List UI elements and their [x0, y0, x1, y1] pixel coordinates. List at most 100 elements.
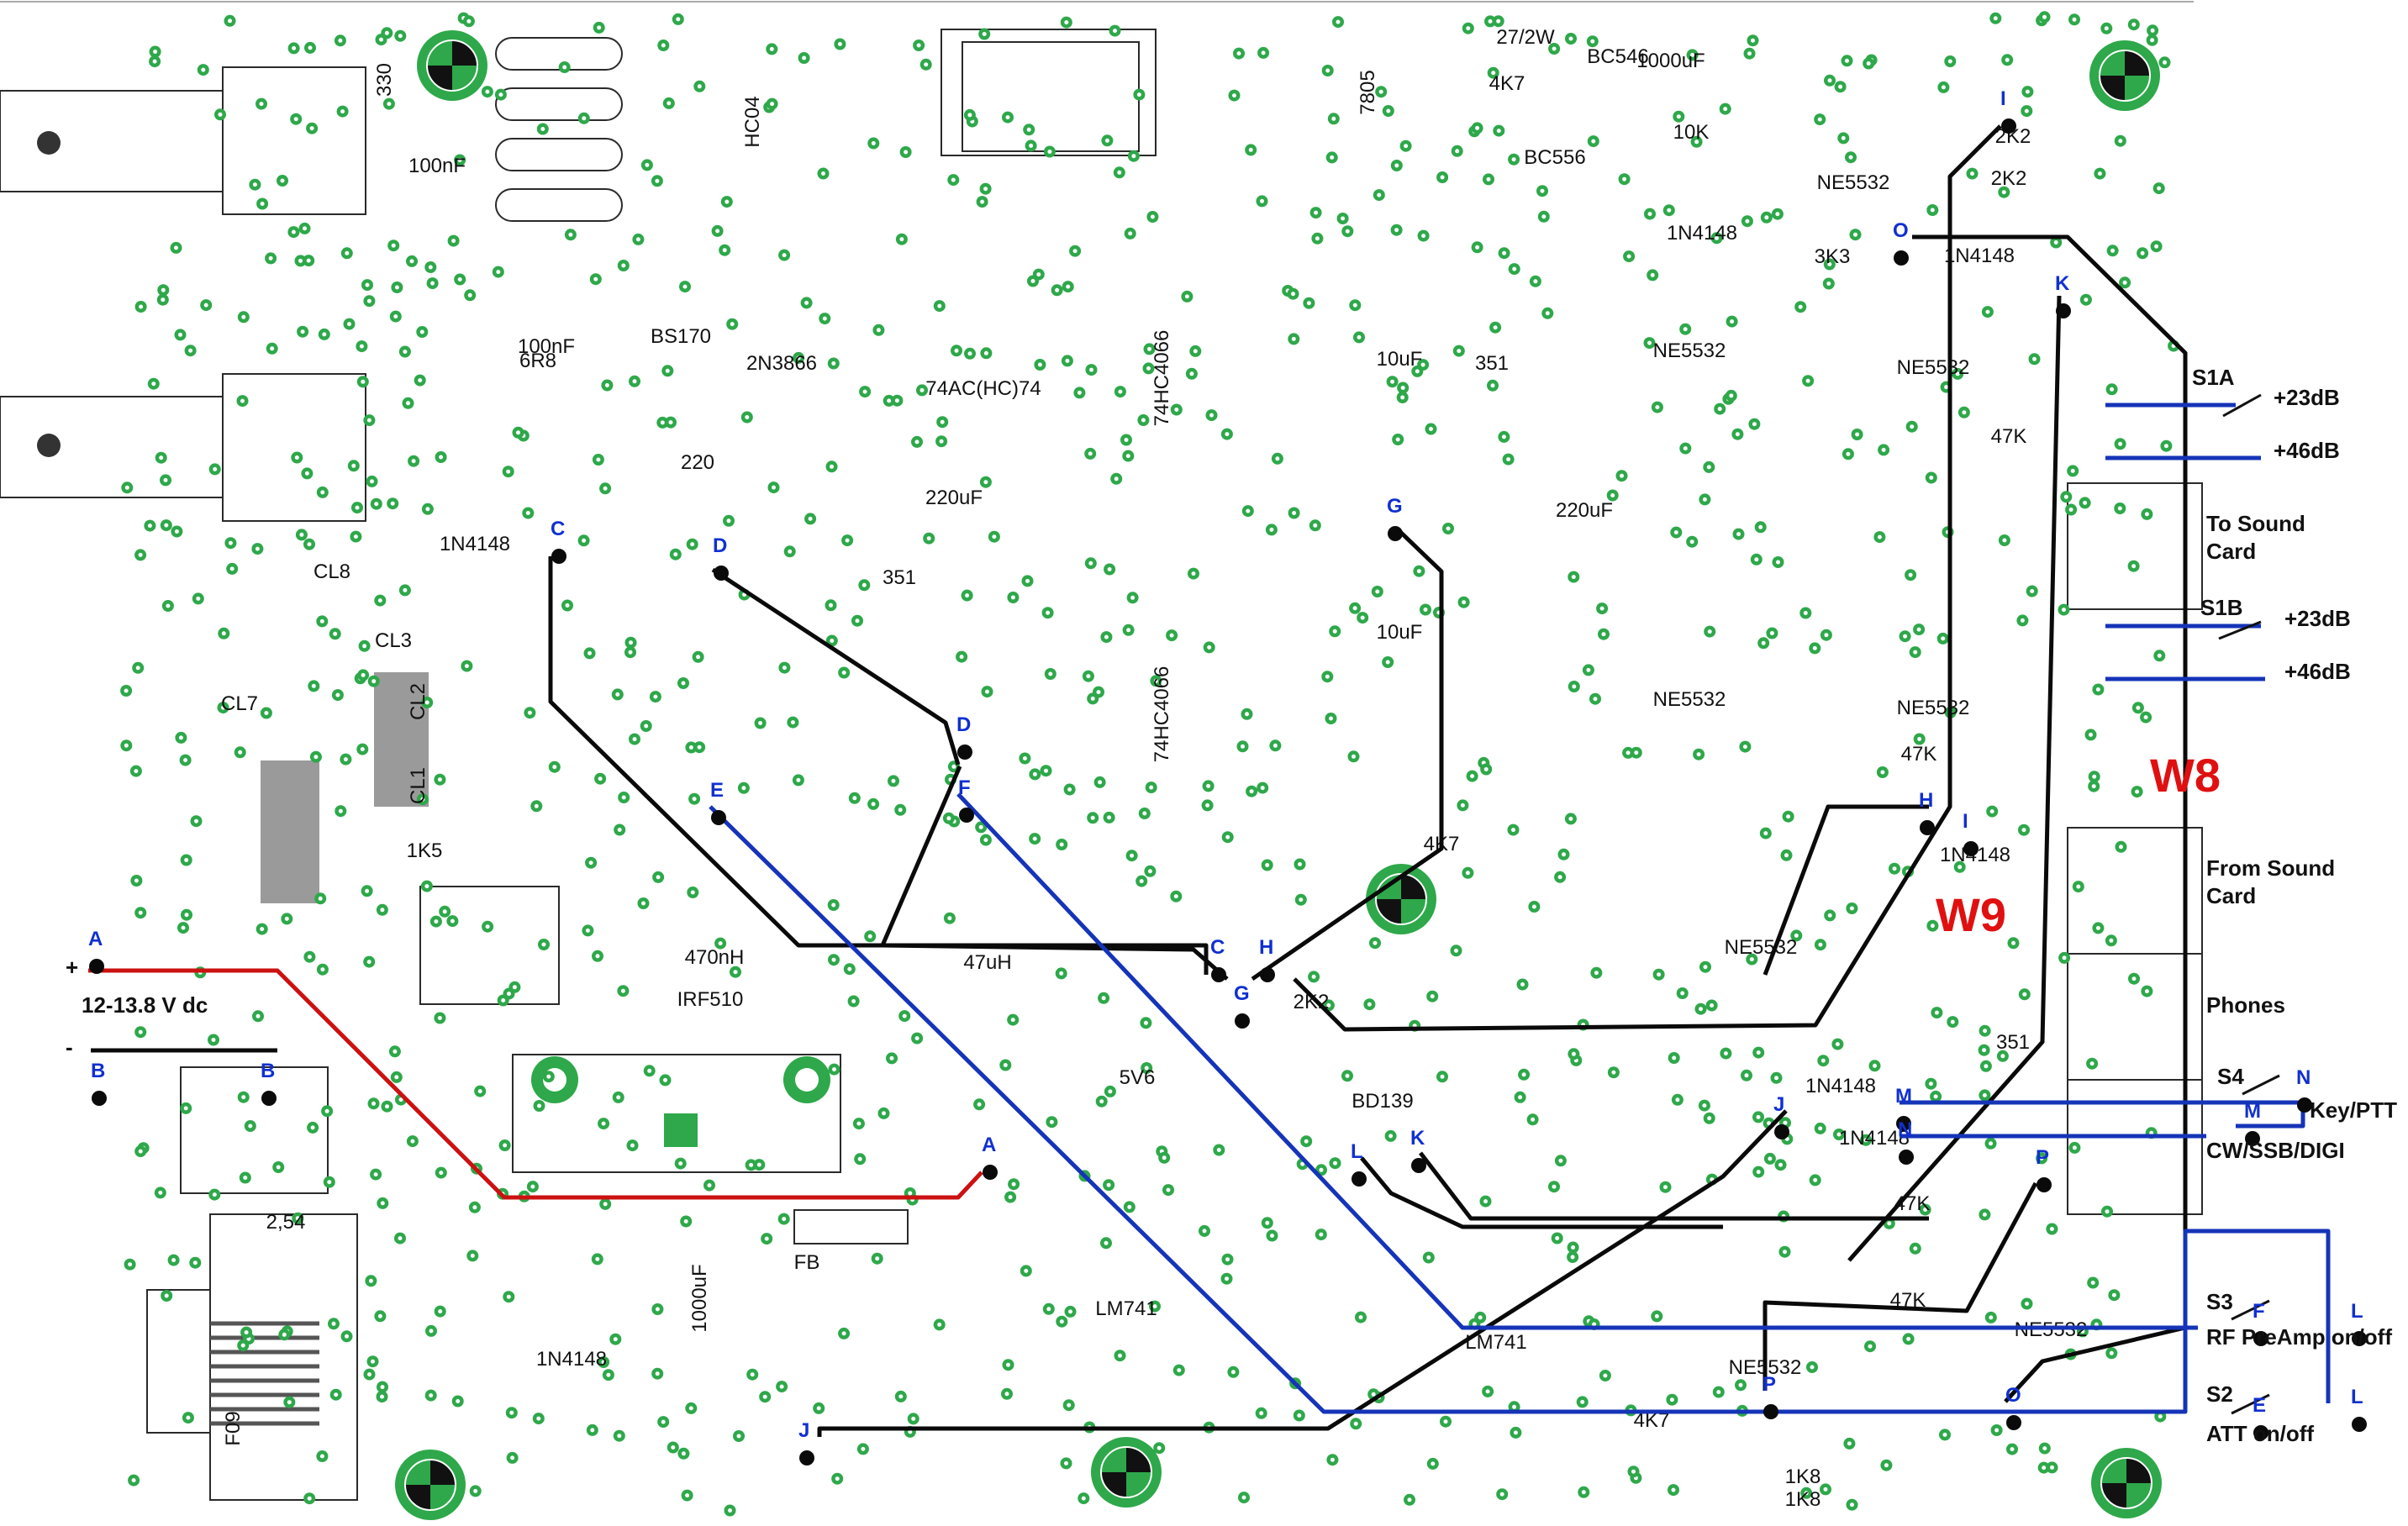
pad-hole [1292, 511, 1297, 515]
pad-hole [2072, 1145, 2077, 1150]
pad-hole [1265, 863, 1270, 867]
pad-hole [1029, 143, 1034, 148]
component-label: 3K3 [1815, 245, 1851, 268]
pad-hole [597, 25, 602, 30]
pad-hole [466, 18, 472, 24]
pad-hole [2105, 1209, 2110, 1214]
pad-hole [134, 878, 139, 883]
pad-hole [1166, 1187, 1171, 1192]
pad-hole [1269, 527, 1274, 532]
pad-hole [655, 1307, 660, 1312]
component-label: 10K [1673, 121, 1710, 144]
pad-hole [2144, 512, 2149, 517]
pad-hole [1594, 971, 1599, 976]
pad-hole [1970, 171, 1974, 176]
pad-hole [355, 505, 360, 510]
pad-hole [1555, 1236, 1560, 1240]
pad-hole [1331, 116, 1336, 121]
pad-hole [769, 46, 774, 51]
pad-hole [1749, 957, 1754, 962]
pad-hole [268, 255, 273, 260]
pad-hole [299, 532, 304, 537]
pad-hole [603, 1202, 608, 1207]
annotation-text: S4 [2217, 1064, 2244, 1089]
pad-hole [347, 322, 351, 327]
pad-hole [394, 285, 399, 290]
pad-hole [178, 735, 183, 740]
pad-hole [978, 824, 983, 829]
pad-hole [477, 1089, 482, 1094]
pad-hole [1989, 1141, 1993, 1146]
pad-hole [164, 523, 169, 528]
pad-hole [876, 328, 881, 333]
pad-hole [174, 245, 178, 250]
pad-hole [420, 797, 425, 802]
pad-hole [243, 1176, 248, 1180]
pad-hole [1241, 744, 1245, 749]
annotation-text: - [66, 1034, 73, 1060]
pad-hole [1426, 1255, 1431, 1260]
pad-hole [2042, 1446, 2047, 1451]
pad-hole [241, 314, 246, 319]
annotation-text: + [66, 955, 78, 980]
pad-hole [1499, 1492, 1504, 1497]
pad-hole [590, 1428, 595, 1433]
component-label: 47uH [963, 951, 1011, 974]
pad-hole [1675, 1097, 1680, 1102]
pad-hole [457, 277, 462, 282]
pad-hole [255, 546, 260, 551]
pad-hole [1603, 1373, 1608, 1378]
pad-hole [366, 960, 371, 965]
wire-end-dot [2352, 1331, 2367, 1346]
pad-hole [1545, 311, 1550, 316]
component-label: 1N4148 [1944, 245, 2015, 267]
pad-hole [2001, 190, 2006, 195]
pad-hole [2020, 618, 2025, 623]
pad-hole [1657, 972, 1662, 977]
pad-hole [1360, 615, 1365, 620]
pad-hole [1104, 1240, 1109, 1245]
component-label: BD139 [1352, 1090, 1413, 1113]
pad-hole [411, 459, 416, 464]
pad-hole [1230, 1370, 1236, 1375]
pad-hole [2135, 789, 2140, 794]
pad-hole [588, 650, 592, 655]
point-letter: M [1895, 1085, 1912, 1108]
pad-hole [1570, 1255, 1575, 1260]
pad-hole [1169, 633, 1174, 638]
pad-hole [333, 631, 338, 636]
pad-hole [1206, 783, 1211, 788]
pad-hole [298, 258, 303, 263]
pad-hole [241, 1095, 246, 1100]
pad-hole [2039, 1155, 2044, 1160]
pad-hole [1142, 811, 1147, 816]
pad-hole [1533, 279, 1538, 284]
pad-hole [509, 1410, 514, 1415]
pad-hole [1377, 192, 1382, 197]
pad-hole [1928, 1081, 1933, 1087]
pad-hole [601, 1121, 606, 1126]
pad-hole [683, 1219, 688, 1223]
pad-hole [1680, 991, 1685, 996]
pad-hole [171, 1258, 177, 1263]
pad-hole [1947, 59, 1952, 64]
pad-hole [982, 32, 987, 36]
pad-hole [1036, 272, 1041, 277]
pad-hole [707, 1183, 712, 1188]
pad-hole [1067, 1402, 1072, 1408]
pad-hole [1873, 1063, 1877, 1068]
pad-hole [2090, 1281, 2095, 1285]
pad-hole [1502, 250, 1507, 255]
pad-hole [1518, 1095, 1523, 1100]
pad-hole [1581, 1490, 1586, 1495]
pad-hole [218, 112, 223, 117]
pad-hole [596, 457, 601, 462]
pad-hole [1511, 157, 1516, 162]
pad-hole [1225, 834, 1230, 839]
pad-hole [1736, 532, 1741, 537]
pad-hole [1462, 600, 1467, 605]
pad-hole [1778, 1162, 1783, 1167]
pad-hole [1913, 650, 1918, 655]
component-label: 27/2W [1496, 26, 1555, 49]
pad-hole [1225, 1276, 1229, 1281]
